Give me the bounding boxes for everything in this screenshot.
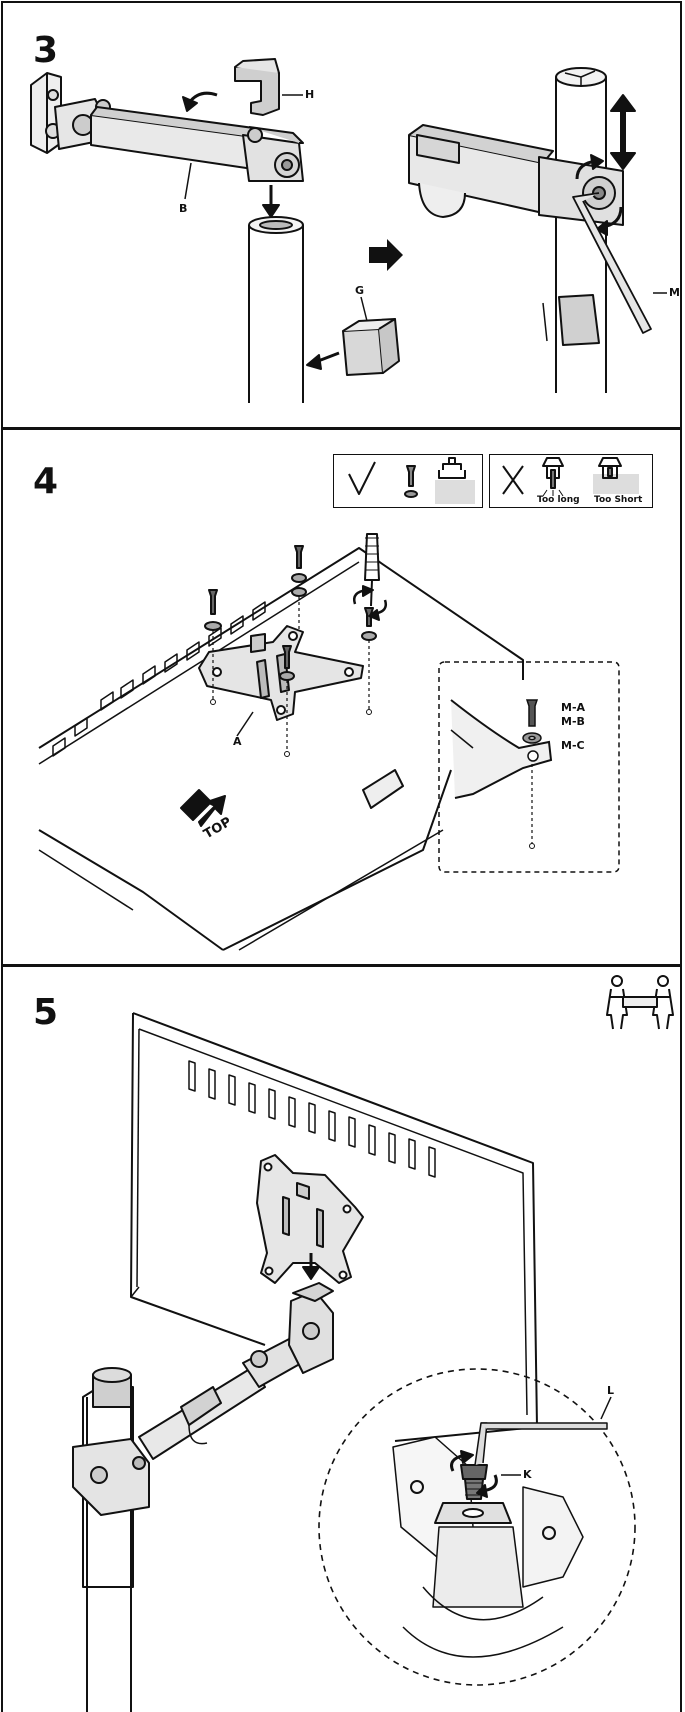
callout-m: M <box>669 286 680 299</box>
step-3-panel: 3 <box>1 1 682 429</box>
check-mark-icon <box>348 461 376 495</box>
step-5-illustration <box>72 975 674 1712</box>
callout-k: K <box>523 1468 532 1481</box>
callout-g: G <box>355 284 365 297</box>
step-4-panel: 4 <box>1 428 682 966</box>
step-4-illustration <box>38 457 639 951</box>
callout-m-b: M-B <box>561 715 585 728</box>
callout-b: B <box>179 202 188 215</box>
step-number: 4 <box>33 461 59 502</box>
step-5-panel: 5 <box>1 965 682 1712</box>
callout-l: L <box>607 1384 615 1397</box>
two-person-lift-icon <box>606 975 674 1030</box>
callout-m-c: M-C <box>561 739 585 752</box>
callout-m-a: M-A <box>561 701 586 714</box>
label-too-long: Too long <box>537 495 580 505</box>
x-mark-icon <box>502 465 524 495</box>
step-3-illustration <box>30 58 667 403</box>
callout-a: A <box>233 735 242 748</box>
step-number: 3 <box>33 30 59 71</box>
step-number: 5 <box>33 992 59 1033</box>
label-too-short: Too Short <box>594 495 643 505</box>
callout-h: H <box>305 88 315 101</box>
